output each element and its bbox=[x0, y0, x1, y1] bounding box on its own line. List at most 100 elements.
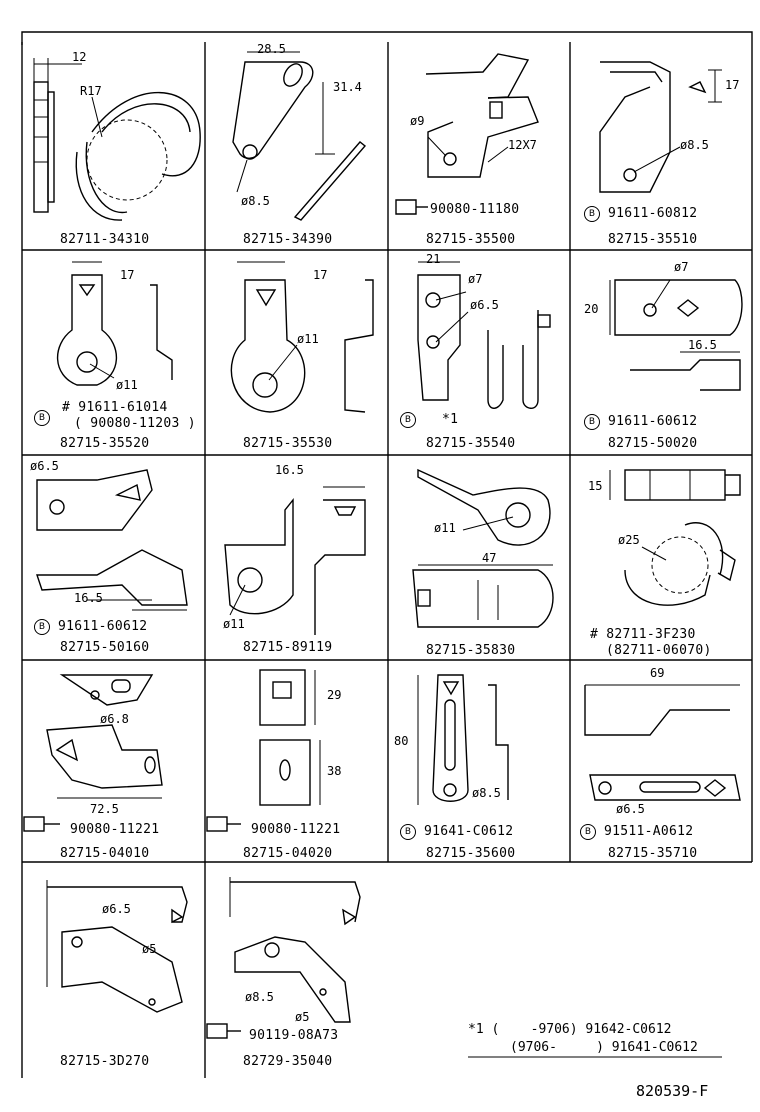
bracket-drawing bbox=[230, 261, 374, 413]
dim-hole: ø9 bbox=[410, 114, 425, 128]
clamp-drawing bbox=[33, 58, 201, 221]
cell-82715-35500: ø9 12X7 90080-11180 82715-35500 bbox=[388, 42, 570, 250]
dim-height-2: 38 bbox=[327, 764, 342, 778]
dim-width: 17 bbox=[120, 268, 135, 282]
part-number: 82715-3D270 bbox=[60, 1054, 150, 1069]
cell-82715-35530: 17 ø11 82715-35530 bbox=[205, 250, 388, 455]
dim-hole-1: ø6.5 bbox=[102, 902, 131, 916]
dim-hole: ø6.5 bbox=[616, 802, 645, 816]
dim-width: 47 bbox=[482, 551, 497, 565]
bolt-marker-b: B bbox=[400, 412, 416, 428]
bolt-marker-b: B bbox=[580, 824, 596, 840]
bracket-drawing bbox=[232, 51, 367, 221]
dim-hole-1: ø7 bbox=[468, 272, 483, 286]
part-number: 82729-35040 bbox=[243, 1054, 333, 1069]
bolt-marker-b: B bbox=[584, 414, 600, 430]
cell-82715-34390: 28.5 31.4 ø8.5 82715-34390 bbox=[205, 42, 388, 250]
bracket-drawing bbox=[609, 279, 743, 391]
dim-hole: ø6.8 bbox=[100, 712, 129, 726]
part-number: 82715-35540 bbox=[426, 436, 516, 451]
dim-width: 69 bbox=[650, 666, 665, 680]
bolt-part-number: 90080-11180 bbox=[430, 202, 520, 217]
bolt-part-number: # 91611-61014 bbox=[62, 400, 168, 415]
part-number: 82715-04020 bbox=[243, 846, 333, 861]
bolt-part-number: 91611-60812 bbox=[608, 206, 698, 221]
dim-width: 15 bbox=[588, 479, 603, 493]
bolt-part-number: 90119-08A73 bbox=[249, 1028, 339, 1043]
bracket-drawing bbox=[412, 468, 554, 628]
part-number: 82715-50160 bbox=[60, 640, 150, 655]
bracket-drawing bbox=[417, 674, 509, 805]
bracket-drawing bbox=[599, 61, 722, 193]
bracket-drawing bbox=[56, 261, 173, 386]
cell-82715-35830: ø11 47 82715-35830 bbox=[388, 455, 570, 660]
cell-82711-3F230: 15 ø25 # 82711-3F230 (82711-06070) bbox=[570, 455, 752, 660]
dim-width: 16.5 bbox=[688, 338, 717, 352]
dim-width: 72.5 bbox=[90, 802, 119, 816]
bolt-part-number: 91611-60612 bbox=[608, 414, 698, 429]
cell-82715-50160: ø6.5 16.5 B 91611-60612 82715-50160 bbox=[22, 455, 205, 660]
cell-82715-50020: ø7 20 16.5 B 91611-60612 82715-50020 bbox=[570, 250, 752, 455]
bracket-drawing bbox=[206, 669, 321, 832]
bolt-part-number: 91611-60612 bbox=[58, 619, 148, 634]
dim-slot: 12X7 bbox=[508, 138, 537, 152]
cell-82715-3D270: ø6.5 ø5 82715-3D270 bbox=[22, 862, 205, 1078]
bolt-part-number: 90080-11221 bbox=[251, 822, 341, 837]
dim-hole: ø7 bbox=[674, 260, 689, 274]
part-number: 82715-35600 bbox=[426, 846, 516, 861]
part-number: 82715-35520 bbox=[60, 436, 150, 451]
cell-82715-35510: 17 ø8.5 B 91611-60812 82715-35510 bbox=[570, 42, 752, 250]
dim-hole: ø11 bbox=[297, 332, 319, 346]
cell-82715-35600: 80 ø8.5 B 91641-C0612 82715-35600 bbox=[388, 660, 570, 862]
dim-hole-2: ø6.5 bbox=[470, 298, 499, 312]
figure-code: 820539-F bbox=[636, 1082, 709, 1100]
part-number: 82715-35710 bbox=[608, 846, 698, 861]
part-number: 82715-35510 bbox=[608, 232, 698, 247]
alt-part-number: (82711-06070) bbox=[606, 643, 712, 658]
dim-length: 80 bbox=[394, 734, 409, 748]
part-number: 82711-34310 bbox=[60, 232, 150, 247]
part-number: 82715-89119 bbox=[243, 640, 333, 655]
bolt-marker-b: B bbox=[34, 410, 50, 426]
dim-hole-1: ø8.5 bbox=[245, 990, 274, 1004]
footnote-line-1: *1 ( -9706) 91642-C0612 bbox=[468, 1022, 672, 1037]
dim-hole: ø11 bbox=[116, 378, 138, 392]
bolt-part-number: 91641-C0612 bbox=[424, 824, 514, 839]
bracket-drawing bbox=[46, 880, 188, 1013]
cell-82715-04020: 29 38 90080-11221 82715-04020 bbox=[205, 660, 388, 862]
bolt-part-number: 91511-A0612 bbox=[604, 824, 694, 839]
cell-82711-34310: 12 R17 82711-34310 bbox=[22, 42, 205, 250]
part-number: 82715-35500 bbox=[426, 232, 516, 247]
dim-hole: ø8.5 bbox=[680, 138, 709, 152]
alt-bolt-part-number: ( 90080-11203 ) bbox=[74, 416, 196, 431]
clamp-drawing bbox=[609, 469, 741, 606]
dim-hole: ø11 bbox=[434, 521, 456, 535]
dim-height: 17 bbox=[725, 78, 740, 92]
bracket-drawing bbox=[395, 53, 539, 215]
dim-hole: ø11 bbox=[223, 617, 245, 631]
dim-width: 16.5 bbox=[74, 591, 103, 605]
part-number: # 82711-3F230 bbox=[590, 627, 696, 642]
bolt-part-number: 90080-11221 bbox=[70, 822, 160, 837]
dim-height: 20 bbox=[584, 302, 599, 316]
dim-diameter: ø25 bbox=[618, 533, 640, 547]
bolt-marker-b: B bbox=[34, 619, 50, 635]
dim-hole: ø8.5 bbox=[472, 786, 501, 800]
bracket-drawing bbox=[584, 684, 741, 801]
dim-width: 17 bbox=[313, 268, 328, 282]
bracket-drawing bbox=[36, 469, 188, 611]
part-number: 82715-50020 bbox=[608, 436, 698, 451]
dim-width: 12 bbox=[72, 50, 87, 64]
dim-height: 31.4 bbox=[333, 80, 362, 94]
bolt-marker-b: B bbox=[584, 206, 600, 222]
dim-hole: ø6.5 bbox=[30, 459, 59, 473]
dim-width: 16.5 bbox=[275, 463, 304, 477]
bracket-drawing bbox=[23, 674, 163, 832]
cell-82715-35540: 21 ø7 ø6.5 B *1 82715-35540 bbox=[388, 250, 570, 455]
bracket-drawing bbox=[417, 261, 551, 409]
bracket-drawing bbox=[224, 486, 366, 635]
cell-82715-04010: ø6.8 72.5 90080-11221 82715-04010 bbox=[22, 660, 205, 862]
footnote-ref: *1 bbox=[442, 412, 459, 427]
